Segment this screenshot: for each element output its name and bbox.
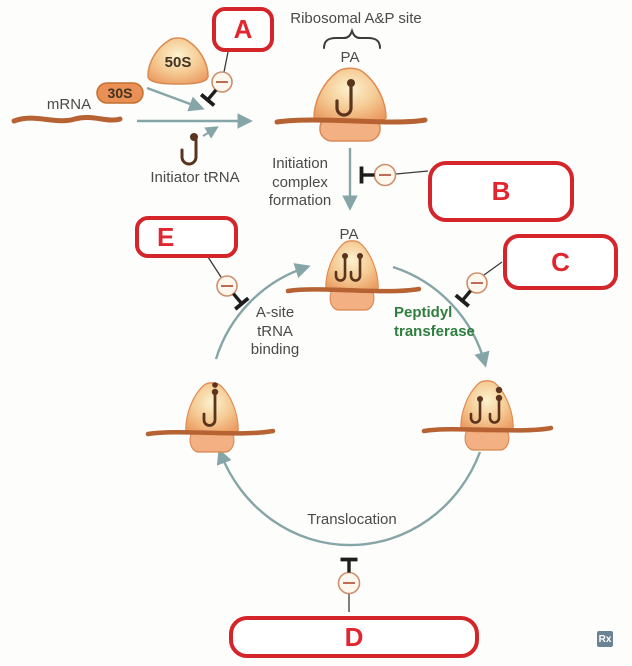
subunit-50s-icon [147,37,209,85]
trna-pair-with-peptide-icon [469,386,503,424]
answer-box-a[interactable]: A [212,7,274,52]
mrna-strand [11,114,123,124]
rx-watermark: Rx [597,631,613,647]
a-site-trna-binding-label: A-site tRNA binding [250,304,300,358]
ribosome-cycle-right [421,380,554,451]
mrna-label: mRNA [46,96,92,113]
pa-cycle-label: PA [339,226,359,243]
peptidyl-transferase-label: Peptidyl transferase [394,304,475,340]
subunit-30s-icon [96,82,144,104]
translocation-label: Translocation [307,511,397,528]
inhibitor-b-connector [395,170,429,175]
answer-box-d[interactable]: D [229,616,479,658]
initiator-trna-icon [180,133,198,166]
inhibitor-c [453,261,503,309]
inhibitor-e [207,256,251,312]
initiator-trna-arrow [202,126,219,139]
cycle-arc-translocation [216,448,482,547]
rx-watermark-text: Rx [598,633,612,645]
inhibitor-e-connector [207,256,222,278]
inhibitor-a-connector [223,51,229,73]
initiator-trna-label: Initiator tRNA [150,169,240,186]
pa-initiation-label: PA [340,49,360,66]
inhibitor-b [359,163,429,187]
ap-site-brace-icon [323,27,381,49]
subunit-50s-label: 50S [164,54,192,71]
mrna-strand [421,425,554,434]
subunit-30s-label: 30S [107,85,133,101]
trna-icon [335,79,355,117]
answer-letter-d: D [344,621,364,652]
mrna-strand [285,286,422,294]
cycle-arc-peptidyl-transferase [392,265,490,368]
inhibitor-b-tbar-icon [359,164,377,186]
ribosome-cycle-top [285,240,422,311]
ribosome-initiation [274,67,428,142]
answer-letter-b: B [491,176,511,206]
answer-box-b[interactable]: B [428,161,574,222]
answer-letter-c: C [551,246,570,277]
mrna-strand [274,117,428,125]
answer-letter-e: E [157,221,175,252]
mrna-strand [145,428,276,437]
inhibitor-d [337,557,361,612]
ribosomal-ap-site-label: Ribosomal A&P site [290,10,422,27]
trna-pair-icon [334,253,363,282]
ribosome-cycle-left [145,382,276,453]
answer-box-c[interactable]: C [503,234,618,290]
cycle-arc-a-site-binding [214,263,311,360]
trna-with-peptide-icon [202,382,219,427]
answer-box-e[interactable]: E [135,216,238,258]
assembly-arrow-diagonal [146,86,205,112]
inhibitor-d-tbar-icon [338,557,360,575]
answer-letter-a: A [233,14,253,44]
inhibitor-c-connector [483,261,503,276]
initiation-complex-formation-label: Initiation complex formation [268,155,332,209]
inhibitor-a [199,51,233,108]
